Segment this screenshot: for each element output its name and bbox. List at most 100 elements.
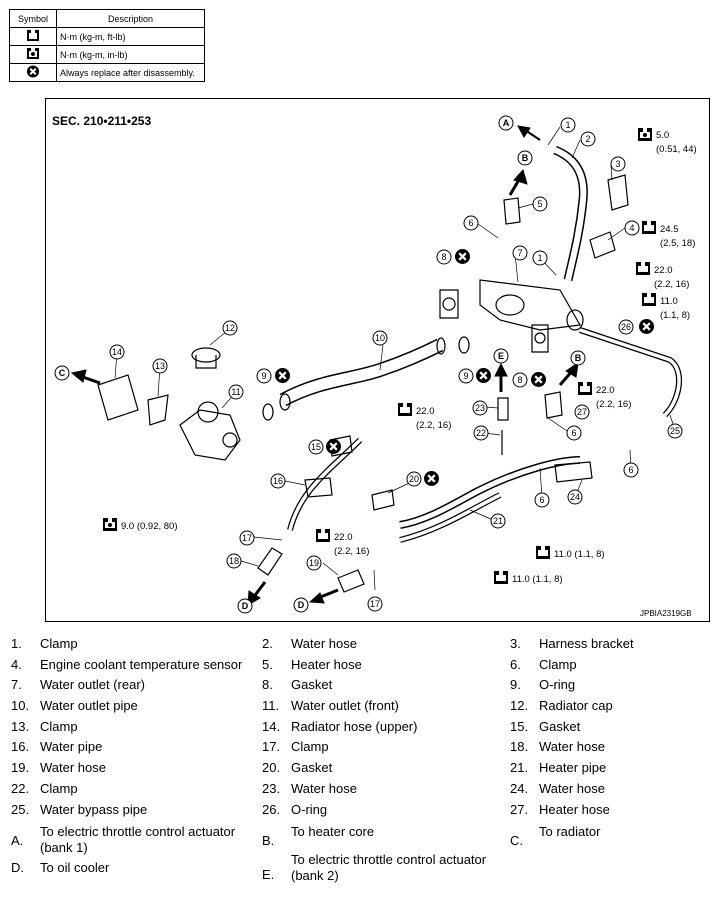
callout-26: 26 bbox=[618, 319, 634, 335]
torque-10: 11.0 (1.1, 8) bbox=[512, 574, 563, 585]
svg-text:8: 8 bbox=[441, 252, 446, 262]
leader-lines bbox=[114, 126, 676, 591]
svg-text:3: 3 bbox=[615, 159, 620, 169]
legend-item-number: 1. bbox=[11, 636, 22, 651]
svg-text:10: 10 bbox=[375, 333, 385, 343]
svg-text:23: 23 bbox=[475, 403, 485, 413]
legend-item-number: C. bbox=[510, 833, 523, 848]
svg-text:E: E bbox=[498, 351, 504, 361]
callout-6c: 6 bbox=[623, 462, 639, 478]
svg-text:4: 4 bbox=[629, 223, 634, 233]
svg-text:22: 22 bbox=[476, 428, 486, 438]
torque-8: 22.0 bbox=[334, 532, 353, 543]
svg-text:B: B bbox=[575, 353, 582, 363]
legend-item-text: Water outlet (front) bbox=[291, 698, 399, 713]
legend-item-text: Clamp bbox=[291, 739, 329, 754]
legend-item-number: 6. bbox=[510, 657, 521, 672]
replace-x-icon bbox=[424, 471, 439, 486]
torque-4: 11.0 bbox=[660, 296, 678, 307]
svg-text:27: 27 bbox=[577, 407, 587, 417]
callout-E: E bbox=[493, 348, 509, 364]
callout-12: 12 bbox=[222, 320, 238, 336]
symbol-desc-3: Always replace after disassembly. bbox=[56, 63, 205, 82]
legend-item-number: 19. bbox=[11, 760, 30, 775]
replace-x-icon bbox=[26, 65, 40, 78]
torque-1b: (0.51, 44) bbox=[656, 144, 697, 155]
svg-text:8: 8 bbox=[517, 375, 522, 385]
legend-item-number: 5. bbox=[262, 657, 273, 672]
callout-6a: 6 bbox=[463, 215, 479, 231]
legend-item-text: To heater core bbox=[291, 824, 375, 839]
legend-item-text: Gasket bbox=[291, 677, 333, 692]
callout-14: 14 bbox=[109, 344, 125, 360]
svg-text:D: D bbox=[298, 600, 305, 610]
legend-item-number: D. bbox=[11, 860, 24, 875]
legend-item-text: Water outlet pipe bbox=[40, 698, 138, 713]
legend-item-number: 7. bbox=[11, 677, 22, 692]
torque-5: 22.0 bbox=[596, 385, 615, 396]
replace-x-icon bbox=[531, 372, 546, 387]
svg-text:5: 5 bbox=[537, 199, 542, 209]
legend-item-text: Water outlet (rear) bbox=[40, 677, 145, 692]
legend-item-text: Water hose bbox=[291, 781, 357, 796]
svg-text:18: 18 bbox=[229, 556, 239, 566]
callout-7: 7 bbox=[512, 245, 528, 261]
replace-x-icon bbox=[326, 439, 341, 454]
callout-A: A bbox=[498, 115, 514, 131]
callout-21: 21 bbox=[490, 513, 506, 529]
svg-text:A: A bbox=[503, 118, 510, 128]
torque-2b: (2.5, 18) bbox=[660, 238, 695, 249]
callout-1b: 1 bbox=[532, 250, 548, 266]
svg-text:20: 20 bbox=[409, 474, 419, 484]
svg-text:24: 24 bbox=[570, 492, 580, 502]
legend-item-text: Harness bracket bbox=[539, 636, 634, 651]
torque-2: 24.5 bbox=[660, 224, 679, 235]
torque-4b: (1.1, 8) bbox=[660, 310, 690, 321]
legend-item-text: Radiator cap bbox=[539, 698, 613, 713]
legend-item-text: O-ring bbox=[291, 802, 328, 817]
legend-item-text: To radiator bbox=[539, 824, 601, 839]
torque-8b: (2.2, 16) bbox=[334, 546, 369, 557]
svg-text:14: 14 bbox=[112, 347, 122, 357]
svg-text:12: 12 bbox=[225, 323, 235, 333]
svg-text:17: 17 bbox=[370, 599, 380, 609]
svg-text:6: 6 bbox=[539, 495, 544, 505]
legend-item-text: Clamp bbox=[40, 719, 78, 734]
svg-text:17: 17 bbox=[242, 533, 252, 543]
legend-item-number: 9. bbox=[510, 677, 521, 692]
legend-item-number: 21. bbox=[510, 760, 529, 775]
svg-text:B: B bbox=[522, 153, 529, 163]
callout-8a: 8 bbox=[436, 249, 452, 265]
callout-19: 19 bbox=[306, 555, 322, 571]
svg-text:11: 11 bbox=[231, 387, 240, 397]
legend-item-number: 13. bbox=[11, 719, 30, 734]
svg-text:7: 7 bbox=[517, 248, 522, 258]
replace-x-icon bbox=[639, 319, 654, 334]
callout-8b: 8 bbox=[512, 372, 528, 388]
legend-item-text: Radiator hose (upper) bbox=[291, 719, 418, 734]
replace-x-icon bbox=[455, 249, 470, 264]
legend-item-text: Clamp bbox=[40, 781, 78, 796]
legend-item-number: 15. bbox=[510, 719, 529, 734]
legend-item-number: 24. bbox=[510, 781, 529, 796]
torque-1: 5.0 bbox=[656, 130, 669, 141]
legend-item-text: Clamp bbox=[40, 636, 78, 651]
legend-item-text: Water hose bbox=[539, 781, 605, 796]
legend-item-number: A. bbox=[11, 833, 24, 848]
replace-x-icon bbox=[476, 368, 491, 383]
callout-4: 4 bbox=[624, 220, 640, 236]
callout-B2: B bbox=[570, 350, 586, 366]
callout-22: 22 bbox=[473, 425, 489, 441]
diagram-code: JPBIA2319GB bbox=[640, 609, 692, 618]
callout-6b: 6 bbox=[566, 425, 582, 441]
svg-text:13: 13 bbox=[155, 361, 165, 371]
legend-item-text: Gasket bbox=[291, 760, 333, 775]
legend-item-number: 23. bbox=[262, 781, 281, 796]
callout-15: 15 bbox=[308, 439, 324, 455]
callout-5: 5 bbox=[532, 196, 548, 212]
torque-wrench-icon bbox=[27, 30, 39, 41]
callout-2: 2 bbox=[580, 131, 596, 147]
legend-item-text: Engine coolant temperature sensor bbox=[40, 657, 243, 672]
legend-item-number: 12. bbox=[510, 698, 529, 713]
legend-item-number: E. bbox=[262, 867, 275, 882]
